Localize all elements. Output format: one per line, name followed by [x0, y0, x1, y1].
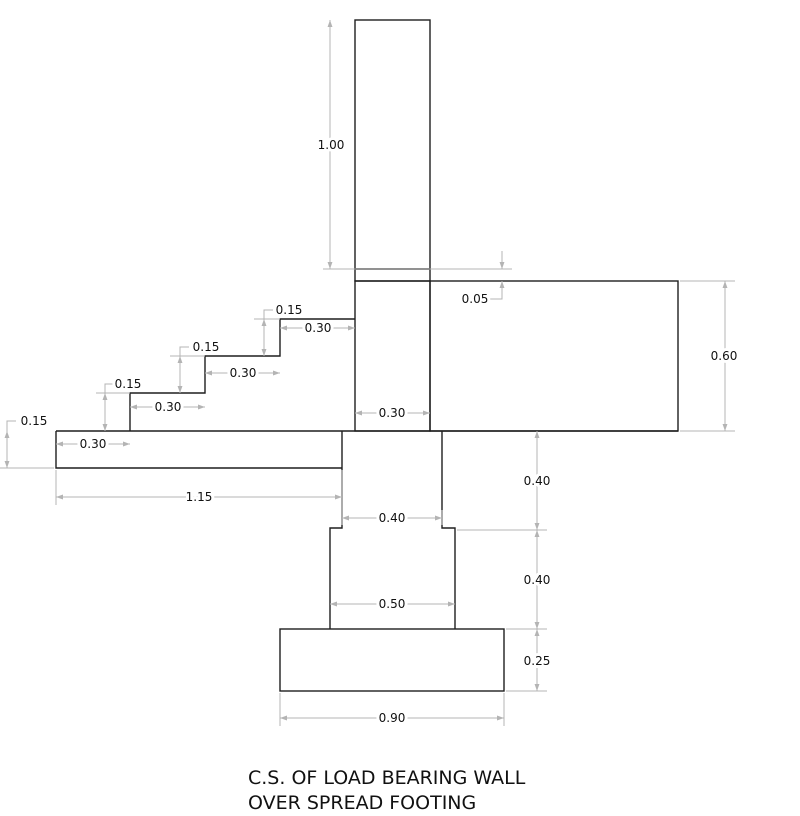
dim-step1-tread: 0.30: [155, 400, 182, 414]
dim-footing-depth: 0.25: [524, 654, 551, 668]
dimension-labels: 1.00 0.05 0.60 0.30 0.15 0.30 0.15 0.30 …: [18, 135, 741, 728]
damp-proof-course: [354, 268, 431, 282]
dim-step2-tread: 0.30: [230, 366, 257, 380]
dim-step3-rise: 0.15: [276, 303, 303, 317]
dim-fill-height: 0.60: [711, 349, 738, 363]
dim-column-lower-height: 0.40: [524, 573, 551, 587]
dim-slab-length: 1.15: [186, 490, 213, 504]
drawing-title-line2: OVER SPREAD FOOTING: [248, 792, 477, 814]
dim-footing-width: 0.90: [379, 711, 406, 725]
dim-step2-rise: 0.15: [193, 340, 220, 354]
column-right: [441, 431, 456, 629]
dim-slab-thickness: 0.15: [21, 414, 48, 428]
drawing-title-line1: C.S. OF LOAD BEARING WALL: [248, 767, 526, 789]
structure-outline: [55, 19, 679, 692]
spread-footing: [279, 628, 505, 692]
dim-column-upper-width: 0.40: [379, 511, 406, 525]
dim-wall-height: 1.00: [318, 138, 345, 152]
dim-plinth-gap: 0.05: [462, 292, 489, 306]
dimension-lines: [0, 20, 735, 726]
dim-step1-rise: 0.15: [115, 377, 142, 391]
dim-column-upper-height: 0.40: [524, 474, 551, 488]
dim-step3-tread: 0.30: [305, 321, 332, 335]
wall-upper: [354, 19, 431, 270]
column-left: [329, 431, 343, 629]
dim-wall-width: 0.30: [379, 406, 406, 420]
dim-column-lower-width: 0.50: [379, 597, 406, 611]
dim-slab-tread: 0.30: [80, 437, 107, 451]
